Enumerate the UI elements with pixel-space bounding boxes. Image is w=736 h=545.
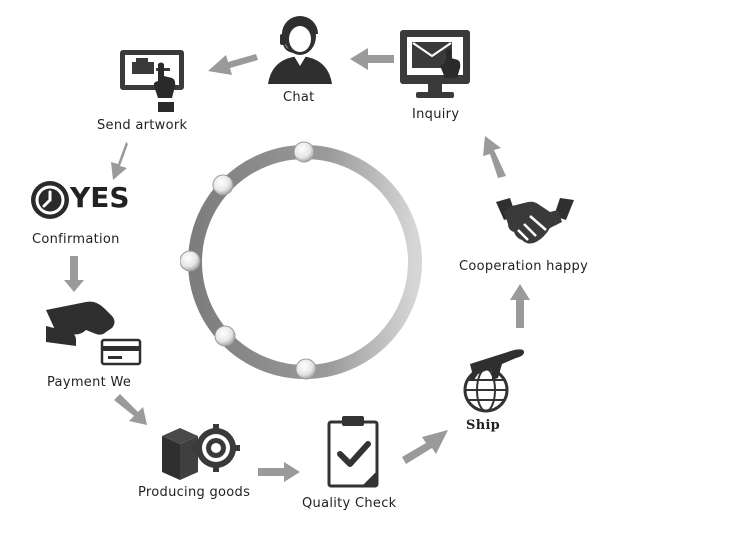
arrow-chat-to-send-artwork [208, 54, 258, 75]
yes-logo-text: YES [70, 181, 130, 214]
arrow-payment-to-producing [114, 394, 147, 425]
ship-globe-plane-icon [463, 349, 524, 413]
ring-bead [293, 141, 315, 163]
send-artwork-label: Send artwork [97, 118, 188, 133]
ring-bead [295, 358, 317, 380]
ship-label: Ship [466, 418, 501, 433]
producing-box-gear-icon [162, 424, 240, 480]
central-ring [180, 141, 422, 380]
cooperation-handshake-icon [496, 198, 574, 244]
chat-headset-icon [268, 16, 332, 84]
quality-label: Quality Check [302, 496, 397, 511]
arrow-inquiry-to-chat [350, 48, 394, 70]
payment-card-hand-icon [46, 301, 142, 366]
arrow-producing-to-quality [258, 462, 300, 482]
ring-bead [212, 174, 234, 196]
inquiry-label: Inquiry [412, 107, 460, 122]
chat-label: Chat [283, 90, 315, 105]
arrow-ship-to-cooperation [510, 284, 530, 328]
confirmation-label: Confirmation [32, 232, 120, 247]
arrow-send-artwork-to-confirmation [111, 142, 128, 180]
cooperation-label: Cooperation happy [459, 259, 589, 274]
send-artwork-tablet-icon [120, 50, 184, 112]
quality-clipboard-icon [327, 416, 379, 488]
producing-label: Producing goods [138, 485, 251, 500]
arrow-cooperation-to-inquiry [483, 136, 506, 178]
ring-bead [180, 250, 201, 272]
arrow-quality-to-ship [402, 430, 448, 464]
inquiry-monitor-icon [400, 30, 470, 98]
confirmation-clock-icon [31, 181, 69, 219]
payment-label: Payment We [47, 375, 132, 390]
arrow-confirmation-to-payment [64, 256, 84, 292]
ring-bead [214, 325, 236, 347]
